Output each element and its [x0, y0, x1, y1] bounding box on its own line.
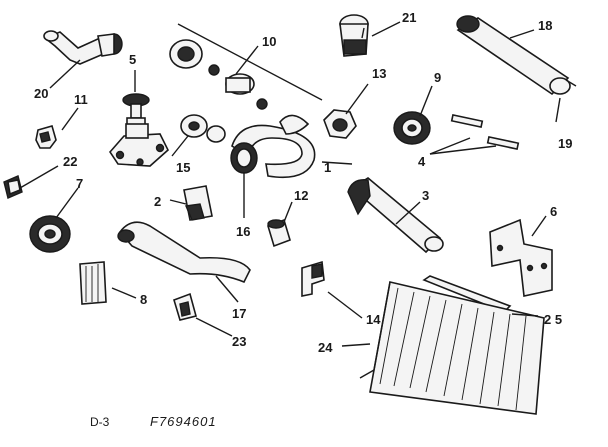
callout-11: 11: [74, 92, 88, 107]
part-23-clip: [173, 292, 197, 321]
part-24-grille: [359, 281, 545, 415]
part-12-sleeve: [267, 218, 291, 248]
callout-12: 12: [294, 188, 308, 203]
callout-19: 19: [558, 136, 572, 151]
part-15-washer: [180, 114, 208, 138]
part-9-bushing: [393, 111, 431, 145]
part-13-nut: [323, 109, 357, 139]
part-2-clamp: [183, 185, 213, 221]
callout-25: 2 5: [544, 312, 562, 327]
callout-21: 21: [402, 10, 416, 25]
callout-9: 9: [434, 70, 441, 85]
callout-22: 22: [63, 154, 77, 169]
callout-4: 4: [418, 154, 426, 169]
footer: D-3 F7694601: [90, 414, 217, 429]
part-25-strip: [422, 275, 512, 313]
part-3-pipe: [347, 177, 444, 254]
callout-7: 7: [76, 176, 83, 191]
part-14-clip: [301, 260, 325, 297]
part-5-valve: [108, 93, 169, 167]
callout-14: 14: [366, 312, 381, 327]
callout-18: 18: [538, 18, 552, 33]
part-8-filter: [79, 261, 107, 305]
callout-20: 20: [34, 86, 48, 101]
part-22-bracket: [3, 175, 23, 199]
callout-1: 1: [324, 160, 331, 175]
part-6-bracket: [489, 218, 553, 297]
callout-3: 3: [422, 188, 429, 203]
part-10-fitting-set: [169, 23, 323, 110]
callout-24: 24: [318, 340, 333, 355]
callout-numbers: 20 5 11 22 7 10 21 13 18 19 9 4 15 1 2 1…: [34, 10, 572, 355]
callout-15: 15: [176, 160, 190, 175]
callout-6: 6: [550, 204, 557, 219]
callout-17: 17: [232, 306, 246, 321]
part-17-curved-tube: [117, 221, 251, 284]
callout-23: 23: [232, 334, 246, 349]
callout-8: 8: [140, 292, 147, 307]
part-21-coupler: [339, 14, 369, 57]
figure-code: F7694601: [150, 414, 217, 429]
part-4-pins: [450, 113, 520, 151]
part-7-grommet: [29, 215, 71, 253]
callout-16: 16: [236, 224, 250, 239]
part-18-tube: [456, 15, 577, 96]
page-code: D-3: [90, 415, 110, 429]
part-20-elbow-tube: [43, 30, 123, 65]
part-16-seal-and-1-tube: [206, 114, 316, 179]
leader-lines: [19, 21, 561, 347]
part-11-clip: [35, 125, 57, 149]
callout-10: 10: [262, 34, 276, 49]
callout-5: 5: [129, 52, 136, 67]
callout-2: 2: [154, 194, 161, 209]
callout-13: 13: [372, 66, 386, 81]
